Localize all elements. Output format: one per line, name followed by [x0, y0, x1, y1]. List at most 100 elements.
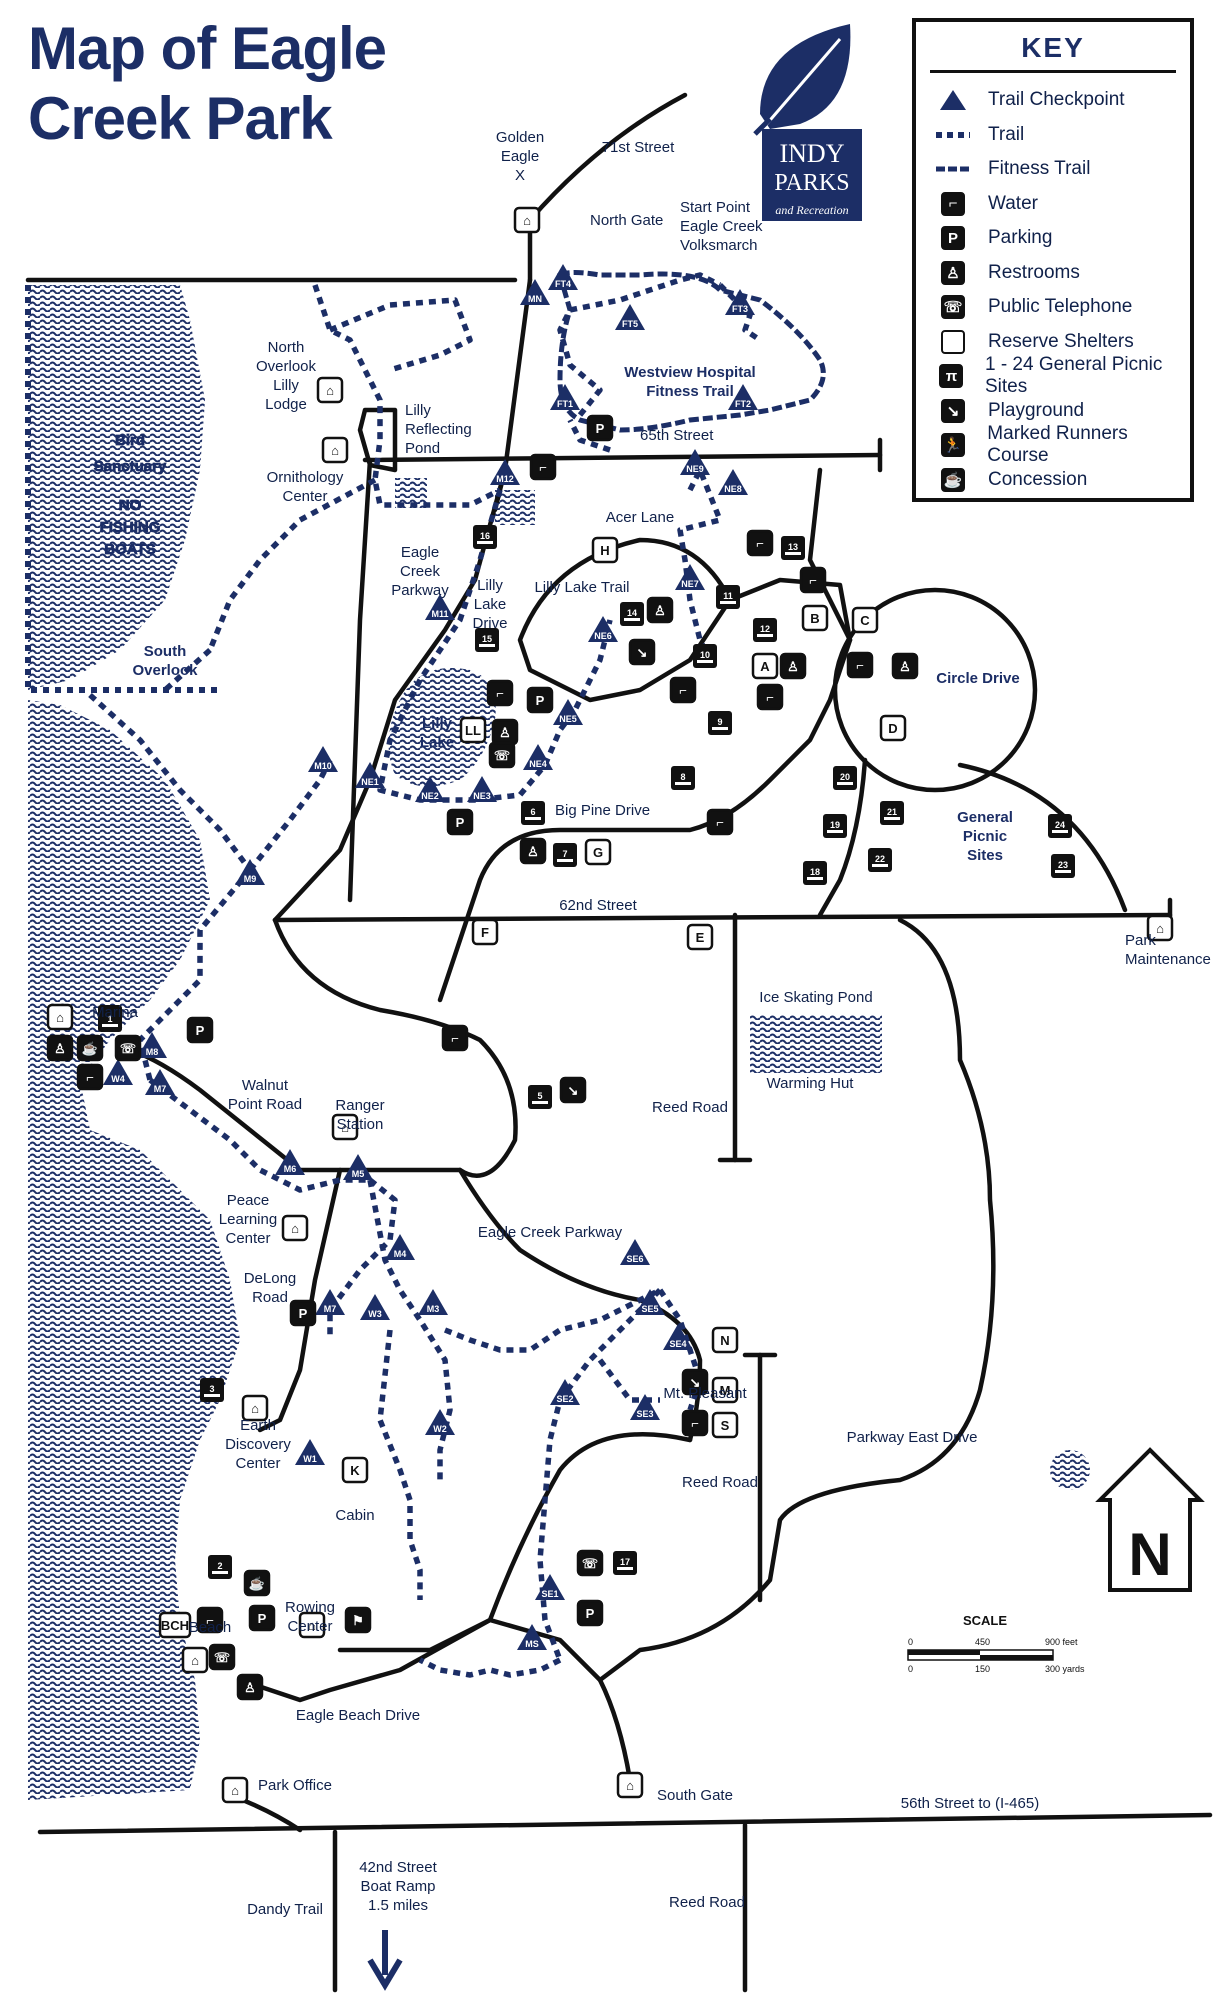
svg-text:H: H: [600, 543, 609, 558]
checkpoint-m11: M11: [425, 594, 455, 620]
shelter-icon: ⌂: [46, 1003, 74, 1031]
parking-icon: P: [289, 1299, 317, 1327]
svg-text:16: 16: [480, 531, 490, 541]
svg-text:PARKS: PARKS: [774, 170, 849, 196]
label-st71: 71st Street: [602, 139, 675, 156]
checkpoint-se1: SE1: [535, 1574, 565, 1600]
svg-text:NE4: NE4: [529, 759, 547, 769]
checkpoint-m5: M5: [343, 1154, 373, 1180]
svg-text:W2: W2: [433, 1424, 447, 1434]
water-fountain-icon: ⌐: [941, 191, 965, 216]
water-fountain-icon: ⌐: [681, 1409, 709, 1437]
svg-text:8: 8: [680, 772, 685, 782]
svg-text:S: S: [721, 1418, 730, 1433]
key-item-parking: P Parking: [916, 221, 1190, 256]
picnic-site-12: 12: [753, 618, 777, 642]
checkpoint-w2: W2: [425, 1409, 455, 1435]
picnic-site-17: 17: [613, 1551, 637, 1575]
svg-text:SE1: SE1: [541, 1589, 558, 1599]
picnic-site-19: 19: [823, 814, 847, 838]
facility-d: D: [879, 714, 907, 742]
checkpoint-m8: M8: [137, 1032, 167, 1058]
telephone-icon: ☏: [576, 1549, 604, 1577]
facility-c: C: [851, 606, 879, 634]
key-item-telephone: ☏ Public Telephone: [916, 290, 1190, 325]
svg-text:A: A: [760, 659, 770, 674]
svg-text:2: 2: [217, 1561, 222, 1571]
fitness-trail: [557, 270, 826, 433]
svg-text:NE2: NE2: [421, 791, 439, 801]
svg-text:20: 20: [840, 772, 850, 782]
key-item-shelters: Reserve Shelters: [916, 325, 1190, 360]
svg-text:⌐: ⌐: [86, 1070, 94, 1085]
svg-text:FT3: FT3: [732, 304, 748, 314]
label-reed-road2: Reed Road: [682, 1474, 758, 1491]
facility-m: M: [711, 1376, 739, 1404]
reservoir-water: [28, 700, 240, 1800]
checkpoint-m3: M3: [418, 1289, 448, 1315]
svg-text:15: 15: [482, 634, 492, 644]
runner-icon: 🏃: [940, 433, 965, 458]
checkpoint-ne9: NE9: [680, 449, 710, 475]
facility-a: A: [751, 652, 779, 680]
picnic-site-13: 13: [781, 536, 805, 560]
svg-text:18: 18: [810, 867, 820, 877]
concession-icon: ☕: [76, 1034, 104, 1062]
page-title: Map of Eagle Creek Park: [28, 15, 387, 152]
north-arrow: N: [1095, 1447, 1205, 1592]
svg-text:10: 10: [700, 650, 710, 660]
scale-bar: SCALE 0 450 900 feet 0 150 300 yards: [907, 1613, 1085, 1674]
shelter-icon: ⌂: [1146, 914, 1174, 942]
checkpoint-ne3: NE3: [467, 776, 497, 802]
svg-text:17: 17: [620, 1557, 630, 1567]
svg-text:22: 22: [875, 854, 885, 864]
svg-text:⌂: ⌂: [326, 383, 334, 398]
svg-text:FT5: FT5: [622, 319, 638, 329]
water-fountain-icon: ⌐: [196, 1606, 224, 1634]
checkpoint-ne5: NE5: [553, 699, 583, 725]
dashed-line-icon: [936, 155, 970, 183]
key-item-trail: Trail: [916, 118, 1190, 153]
label-st65: 65th Street: [640, 427, 714, 444]
label-north-gate: North Gate: [590, 212, 663, 229]
svg-text:19: 19: [830, 820, 840, 830]
svg-text:SE5: SE5: [641, 1304, 658, 1314]
restroom-icon: ♙: [46, 1034, 74, 1062]
south-arrow-icon: [367, 1930, 403, 1991]
key-heading: KEY: [1021, 32, 1085, 63]
runner-icon: ⚑: [344, 1606, 372, 1634]
svg-text:P: P: [596, 421, 605, 436]
svg-text:N: N: [720, 1333, 729, 1348]
east-pond-water: [1050, 1450, 1090, 1490]
water-fountain-icon: ⌐: [799, 566, 827, 594]
dotted-line-icon: [936, 121, 970, 149]
svg-text:☏: ☏: [582, 1556, 598, 1571]
svg-text:⌂: ⌂: [56, 1010, 64, 1025]
triangle-icon: [936, 86, 970, 114]
svg-text:♙: ♙: [499, 725, 511, 740]
checkpoint-m12: M12: [490, 459, 520, 485]
svg-text:♙: ♙: [899, 659, 911, 674]
parking-icon: P: [248, 1604, 276, 1632]
svg-text:B: B: [810, 611, 819, 626]
svg-text:150: 150: [975, 1664, 990, 1674]
svg-text:⌐: ⌐: [856, 658, 864, 673]
svg-text:14: 14: [627, 608, 637, 618]
restroom-icon: ♙: [236, 1673, 264, 1701]
svg-text:⌂: ⌂: [1156, 921, 1164, 936]
svg-text:NE3: NE3: [473, 791, 491, 801]
picnic-site-15: 15: [475, 628, 499, 652]
shelter-icon: ⌂: [281, 1214, 309, 1242]
svg-text:NE6: NE6: [594, 631, 612, 641]
water-fountain-icon: ⌐: [486, 679, 514, 707]
